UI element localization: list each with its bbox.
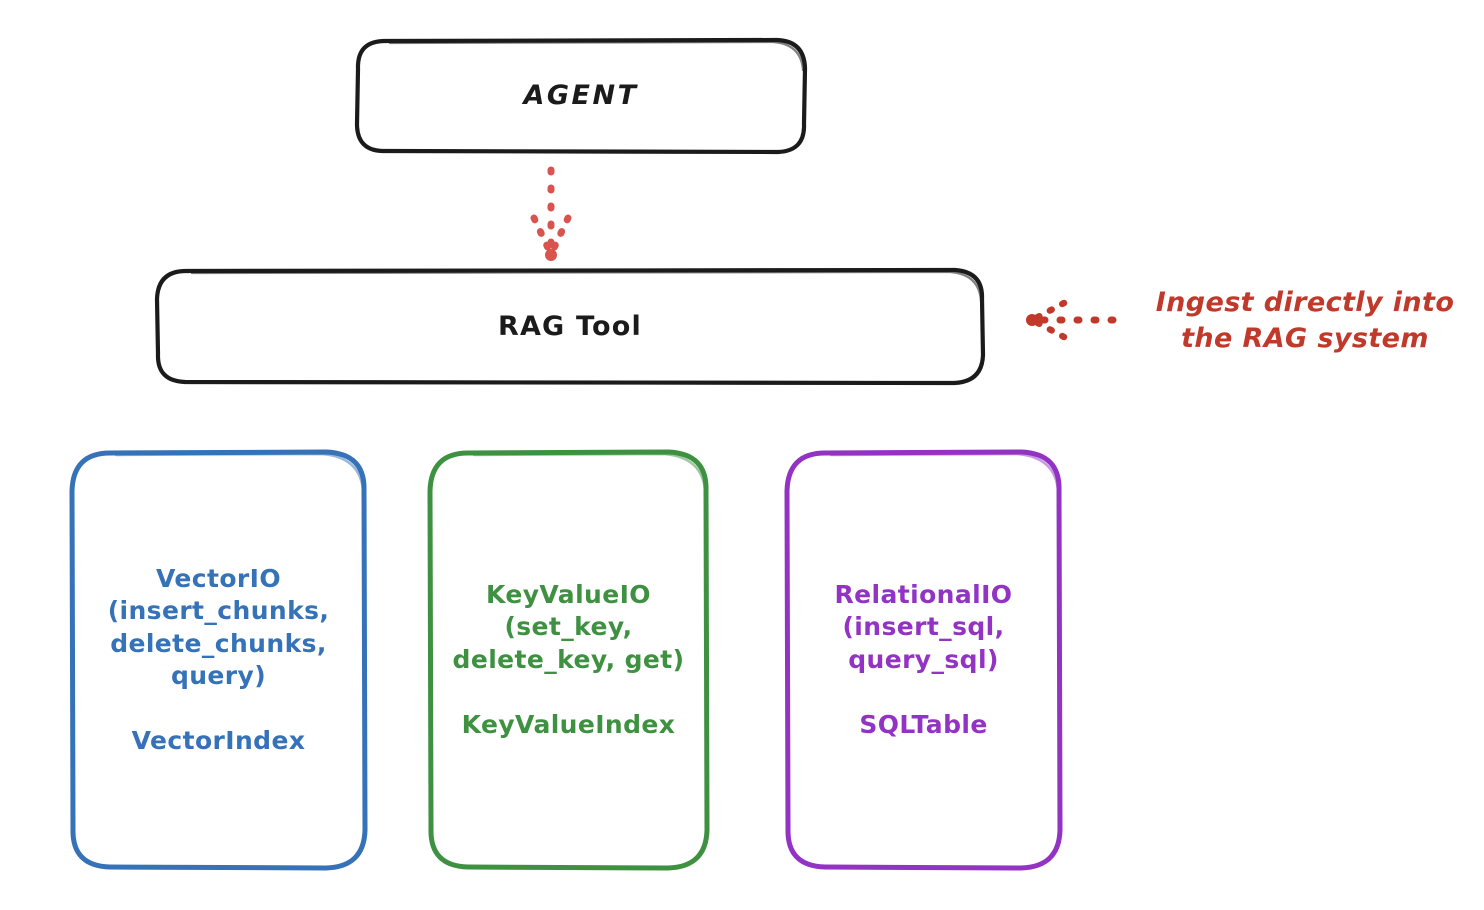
vector-io-box-sketch-overlay [114,452,365,494]
rag-tool-box-sketch-overlay [190,270,983,303]
node-key-value-io[interactable] [427,449,710,871]
ingest-arrowhead-top [1032,299,1068,322]
rag-tool-box-outline [154,267,986,386]
relational-io-box-outline [784,449,1063,871]
agent-rag-arrowhead-left [530,214,553,254]
agent-box-outline [354,37,808,155]
key-value-io-box-outline [427,449,710,871]
node-agent[interactable] [354,37,808,155]
vector-io-box-outline [69,449,368,871]
node-relational-io[interactable] [784,449,1063,871]
agent-rag-arrowhead-right [549,214,572,254]
relational-io-box-sketch-overlay [829,452,1060,494]
edge-agent-to-rag-tool [530,166,572,261]
agent-rag-arrow-tip [545,249,557,261]
node-vector-io[interactable] [69,449,368,871]
ingest-arrowhead-bottom [1032,318,1068,341]
node-rag-tool[interactable] [154,267,986,386]
ingest-arrow-tip [1026,314,1038,326]
key-value-io-box-sketch-overlay [472,452,707,494]
agent-box-sketch-overlay [388,40,805,72]
edge-ingest-arrow [1026,299,1117,341]
